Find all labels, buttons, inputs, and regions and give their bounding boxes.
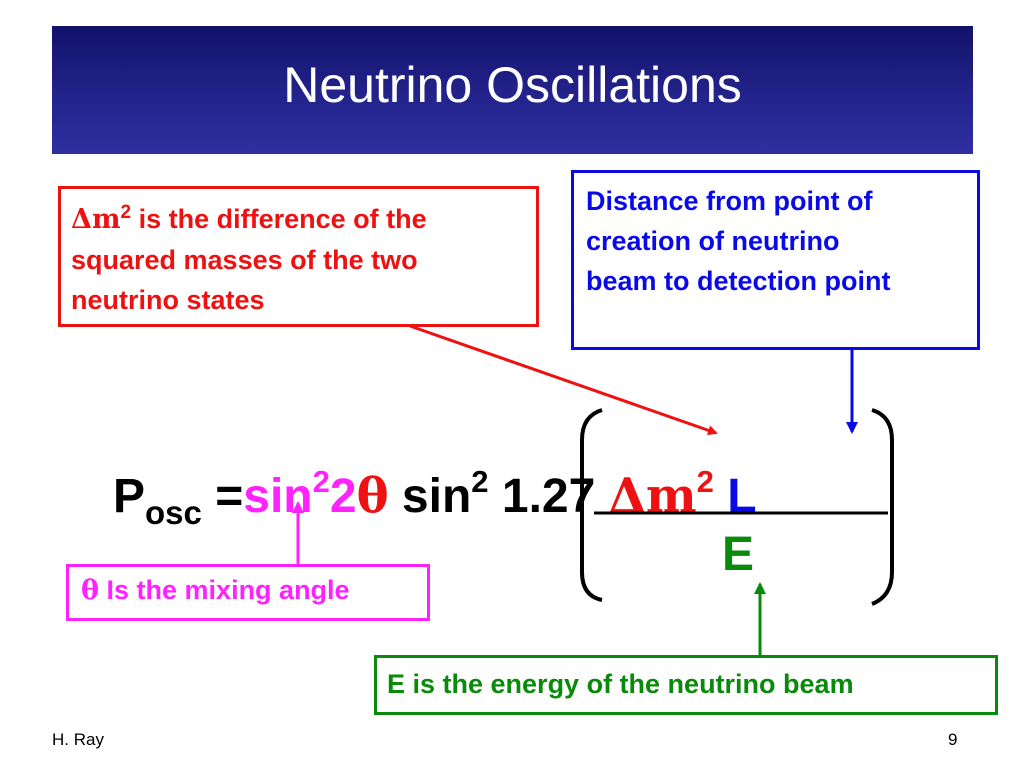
- distance-line-3: beam to detection point: [586, 266, 891, 296]
- energy-callout: E is the energy of the neutrino beam: [374, 655, 998, 715]
- distance-line-2: creation of neutrino: [586, 226, 840, 256]
- delta-m-superscript: 2: [120, 202, 132, 223]
- formula-coefficient: 1.27: [488, 470, 609, 523]
- oscillation-formula: Posc =sin22θ sin2 1.27 Δm2 L: [113, 452, 757, 543]
- footer-author: H. Ray: [52, 730, 104, 749]
- mass-difference-line-1: Δm2 is the difference of the: [71, 199, 536, 240]
- mixing-angle-callout: θ Is the mixing angle: [66, 564, 430, 621]
- formula-denominator-e: E: [722, 528, 755, 581]
- formula-theta: θ: [356, 468, 389, 524]
- energy-text: E is the energy of the neutrino beam: [387, 669, 854, 699]
- mixing-angle-text: Is the mixing angle: [99, 575, 350, 605]
- formula-sin-2-superscript: 2: [471, 464, 489, 499]
- mass-difference-text-1: is the difference of the: [131, 204, 427, 234]
- formula-equals: =: [201, 470, 244, 523]
- mass-difference-line-3: neutrino states: [71, 285, 265, 315]
- right-bracket: [871, 408, 894, 606]
- formula-delta-m-superscript: 2: [696, 464, 714, 499]
- distance-line-1: Distance from point of: [586, 186, 873, 216]
- theta-symbol: θ: [81, 575, 100, 606]
- title-bar: Neutrino Oscillations: [52, 26, 973, 154]
- mass-difference-line-2: squared masses of the two: [71, 245, 418, 275]
- formula-p: P: [113, 470, 146, 523]
- formula-sin: sin: [243, 470, 313, 523]
- mass-difference-callout: Δm2 is the difference of the squared mas…: [58, 186, 539, 327]
- formula-delta-m: Δm: [608, 468, 697, 524]
- distance-callout: Distance from point of creation of neutr…: [571, 170, 980, 350]
- slide-title: Neutrino Oscillations: [283, 57, 742, 113]
- formula-l: L: [713, 470, 757, 523]
- formula-sin-2: sin: [388, 470, 472, 523]
- delta-m-symbol: Δm: [71, 204, 121, 235]
- formula-p-subscript: osc: [145, 494, 202, 531]
- formula-sin-superscript: 2: [312, 464, 330, 499]
- formula-two: 2: [329, 470, 357, 523]
- page-number: 9: [948, 730, 958, 749]
